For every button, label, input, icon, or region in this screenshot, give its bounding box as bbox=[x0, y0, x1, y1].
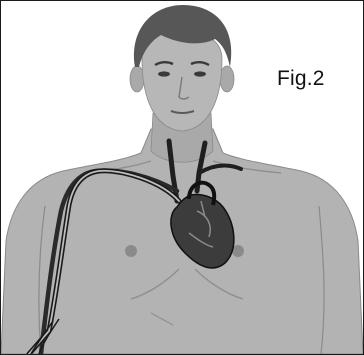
nipple-left bbox=[125, 245, 137, 257]
figure-label: Fig.2 bbox=[277, 67, 325, 91]
eye-left bbox=[158, 71, 170, 76]
ear-right bbox=[220, 66, 234, 92]
eye-right bbox=[194, 71, 206, 76]
ear-left bbox=[130, 66, 144, 92]
